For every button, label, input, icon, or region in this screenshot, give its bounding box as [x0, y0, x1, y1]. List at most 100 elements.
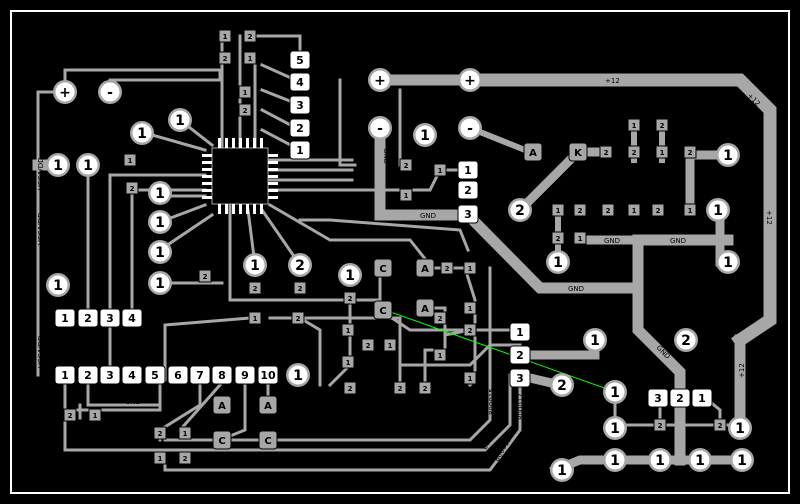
rect-pad: A — [523, 142, 543, 162]
rect-pad-label: 8 — [218, 369, 226, 382]
net-label-plus12-4: +12 — [738, 363, 746, 378]
rect-pad: 1 — [691, 388, 713, 408]
round-pad-label: 1 — [557, 463, 567, 479]
round-pad-label: 1 — [735, 421, 745, 437]
smd-pad-label: 1 — [404, 192, 409, 200]
ic-body — [211, 147, 269, 205]
trace-pads-right — [259, 63, 303, 153]
trace-vcc-left — [36, 90, 67, 377]
round-pad: + — [458, 68, 482, 92]
smd-pad: 2 — [551, 231, 565, 245]
rect-pad: K — [568, 142, 588, 162]
smd-pad-label: 2 — [556, 235, 561, 243]
smd-pad-label: 2 — [445, 265, 450, 273]
rect-pad: A — [258, 395, 278, 415]
smd-pad-label: 2 — [130, 185, 135, 193]
smd-pad: 2 — [655, 118, 669, 132]
round-pad-label: 2 — [557, 378, 567, 394]
rect-pad-label: 6 — [174, 369, 182, 382]
smd-pad: 1 — [683, 203, 697, 217]
round-pad: 1 — [716, 250, 740, 274]
round-pad: 1 — [243, 253, 267, 277]
smd-pad-label: 2 — [398, 385, 403, 393]
smd-pad-label: 2 — [243, 107, 248, 115]
smd-pad-label: 1 — [438, 167, 443, 175]
rect-pad: 3 — [99, 365, 121, 385]
smd-pad-label: 1 — [243, 89, 248, 97]
trace-to-header — [350, 168, 470, 192]
smd-pad: 2 — [178, 451, 192, 465]
smd-pad: 2 — [243, 29, 257, 43]
smd-pad-label: 2 — [658, 422, 663, 430]
round-pad: 2 — [550, 373, 574, 397]
trace-plus12 — [463, 73, 777, 350]
smd-pad: 2 — [627, 145, 641, 159]
rect-pad-label: 2 — [84, 369, 92, 382]
smd-pad-label: 1 — [93, 412, 98, 420]
rect-pad: C — [373, 258, 393, 278]
smd-pad: 2 — [238, 103, 252, 117]
smd-pad: 1 — [238, 85, 252, 99]
rect-pad: 1 — [54, 308, 76, 328]
rect-pad-label: 1 — [516, 326, 524, 339]
smd-pad-label: 2 — [348, 385, 353, 393]
round-pad-label: 1 — [737, 453, 747, 469]
smd-pad: 2 — [599, 145, 613, 159]
net-label-gnd-3: GND — [90, 340, 98, 356]
rect-pad-label: 3 — [106, 369, 114, 382]
round-pad: 1 — [688, 448, 712, 472]
rect-pad: 3 — [647, 388, 669, 408]
round-pad: 1 — [546, 250, 570, 274]
smd-pad-label: 2 — [688, 149, 693, 157]
smd-pad-label: 1 — [688, 207, 693, 215]
rect-pad-label: 5 — [151, 369, 159, 382]
smd-pad: 2 — [153, 426, 167, 440]
smd-pad: 2 — [399, 158, 413, 172]
smd-pad-label: 1 — [223, 33, 228, 41]
rect-pad: 2 — [457, 180, 479, 200]
smd-pad-label: 2 — [158, 430, 163, 438]
smd-pad: 1 — [463, 261, 477, 275]
round-pad-label: 1 — [610, 421, 620, 437]
net-label-gnd-5: GND — [382, 148, 390, 164]
round-pad-label: 1 — [723, 255, 733, 271]
round-pad: 1 — [583, 328, 607, 352]
smd-pad: 2 — [293, 281, 307, 295]
rect-pad: 3 — [509, 368, 531, 388]
net-label-800005: 800005 — [537, 153, 545, 180]
rect-pad-label: 3 — [106, 312, 114, 325]
round-pad: 1 — [413, 123, 437, 147]
rect-pad: 2 — [77, 365, 99, 385]
ratsnest-line — [384, 309, 611, 391]
net-label-vcc-1: VCC/VDD — [37, 158, 45, 191]
round-pad-label: + — [374, 73, 386, 89]
net-label-vcc-4: VCC/VDD — [128, 440, 161, 448]
smd-pad: 1 — [463, 301, 477, 315]
rect-pad: C — [212, 430, 232, 450]
smd-pad: 2 — [361, 338, 375, 352]
round-pad: 1 — [603, 416, 627, 440]
round-pad-label: 1 — [553, 255, 563, 271]
round-pad-label: - — [107, 85, 113, 101]
round-pad: 2 — [288, 253, 312, 277]
rect-pad-label: A — [421, 264, 429, 275]
smd-pad: 2 — [713, 418, 727, 432]
rect-pad-label: 1 — [61, 369, 69, 382]
rect-pad-label: 3 — [516, 372, 524, 385]
smd-pad: 1 — [433, 348, 447, 362]
round-pad-label: + — [59, 85, 71, 101]
net-label-vcc-2: VCC/VDD — [37, 213, 45, 246]
smd-pad-label: 2 — [248, 33, 253, 41]
rect-pad-label: 5 — [296, 54, 304, 67]
smd-pad: 2 — [418, 381, 432, 395]
round-pad: 1 — [706, 198, 730, 222]
net-label-plus12-3: +12 — [765, 210, 773, 225]
round-pad: 1 — [76, 153, 100, 177]
round-pad-label: 1 — [713, 203, 723, 219]
rect-pad-label: 7 — [196, 369, 204, 382]
net-label-gnd-1: GND — [90, 135, 98, 151]
rect-pad-label: 1 — [698, 392, 706, 405]
net-label-gnd-6: GND — [420, 212, 436, 220]
round-pad-label: 1 — [175, 113, 185, 129]
round-pad: 1 — [148, 240, 172, 264]
